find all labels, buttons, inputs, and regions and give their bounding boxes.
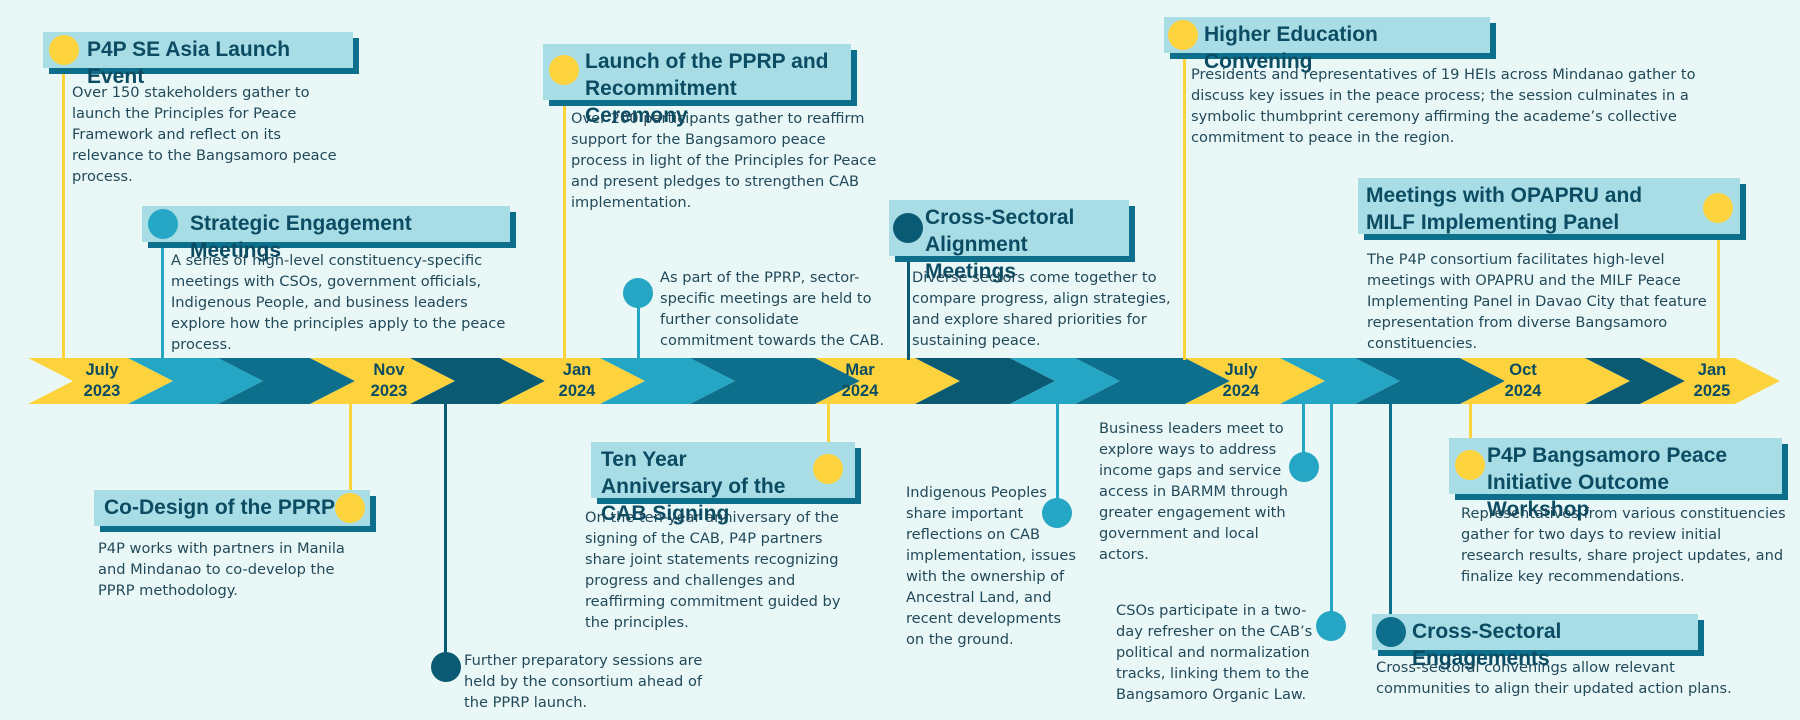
event-marker-dot: [549, 55, 579, 85]
event-marker-dot: [431, 652, 461, 682]
event-marker-dot: [148, 209, 178, 239]
connector-line: [1389, 404, 1392, 629]
event-marker-dot: [1703, 193, 1733, 223]
connector-line: [827, 404, 830, 470]
connector-line: [1469, 404, 1472, 462]
event-description: Further preparatory sessions are held by…: [464, 652, 703, 711]
event-marker-dot: [1168, 20, 1198, 50]
connector-line: [62, 50, 65, 360]
chevron-6: [500, 358, 645, 404]
event-marker-dot: [49, 35, 79, 65]
connector-line: [1056, 404, 1059, 514]
event-marker-dot: [335, 493, 365, 523]
chevron-5: [410, 358, 545, 404]
chevron-13: [1185, 358, 1325, 404]
event-title: P4P Bangsamoro Peace Initiative Outcome …: [1449, 438, 1782, 521]
event-title: Higher Education Convening: [1164, 17, 1490, 73]
chevron-14: [1280, 358, 1400, 404]
connector-line: [1183, 37, 1186, 360]
event-description: The P4P consortium facilitates high-leve…: [1367, 251, 1707, 352]
event-title: Cross-Sectoral Engagements: [1372, 614, 1698, 670]
connector-line: [161, 230, 164, 360]
event-title: Cross-Sectoral Alignment Meetings: [889, 200, 1129, 283]
event-description: Over 150 stakeholders gather to launch t…: [72, 84, 337, 185]
connector-line: [349, 404, 352, 509]
event-description: As part of the PPRP, sector-specific mee…: [660, 269, 885, 349]
chevron-11: [1010, 358, 1120, 404]
event-title: Meetings with OPAPRU and MILF Implementi…: [1358, 178, 1740, 234]
event-marker-dot: [813, 454, 843, 484]
chevron-1: [28, 358, 173, 404]
event-description: Representatives from various constituenc…: [1461, 505, 1786, 585]
connector-line: [637, 292, 640, 360]
chevron-4: [310, 358, 455, 404]
event-title: Ten Year Anniversary of the CAB Signing: [591, 442, 855, 525]
event-marker-dot: [893, 213, 923, 243]
event-description: CSOs participate in a two-day refresher …: [1116, 602, 1313, 703]
chevron-10: [915, 358, 1055, 404]
event-description: Diverse sectors come together to compare…: [912, 269, 1171, 349]
event-description: A series of high-level constituency-spec…: [171, 252, 506, 353]
connector-line: [563, 75, 566, 360]
event-title: Launch of the PPRP and Recommitment Cere…: [543, 44, 851, 127]
event-marker-dot: [623, 278, 653, 308]
chevron-15: [1355, 358, 1505, 404]
event-description: P4P works with partners in Manila and Mi…: [98, 540, 345, 599]
connector-line: [1302, 404, 1305, 466]
event-marker-dot: [1316, 611, 1346, 641]
chevron-17: [1585, 358, 1685, 404]
connector-line: [444, 404, 447, 666]
event-description: Over 200 participants gather to reaffirm…: [571, 110, 877, 211]
event-marker-dot: [1042, 498, 1072, 528]
connector-line: [907, 230, 910, 360]
chevron-2: [128, 358, 263, 404]
event-description: On the ten-year anniversary of the signi…: [585, 509, 841, 631]
event-title: Co-Design of the PPRP: [94, 490, 370, 526]
event-title: P4P SE Asia Launch Event: [43, 32, 353, 88]
event-marker-dot: [1376, 617, 1406, 647]
chevron-7: [600, 358, 735, 404]
chevron-16: [1460, 358, 1630, 404]
chevron-9: [815, 358, 960, 404]
chevron-18: [1640, 358, 1780, 404]
event-marker-dot: [1455, 450, 1485, 480]
event-title: Strategic Engagement Meetings: [142, 206, 510, 262]
chevron-8: [690, 358, 860, 404]
event-marker-dot: [1289, 452, 1319, 482]
chevron-12: [1075, 358, 1230, 404]
event-description: Presidents and representatives of 19 HEI…: [1191, 66, 1696, 146]
event-description: Indigenous Peoples share important refle…: [906, 484, 1077, 648]
connector-line: [1330, 404, 1333, 622]
event-description: Cross-sectoral convenings allow relevant…: [1376, 659, 1732, 697]
chevron-3: [218, 358, 355, 404]
event-description: Business leaders meet to explore ways to…: [1099, 420, 1289, 563]
connector-line: [1717, 210, 1720, 360]
